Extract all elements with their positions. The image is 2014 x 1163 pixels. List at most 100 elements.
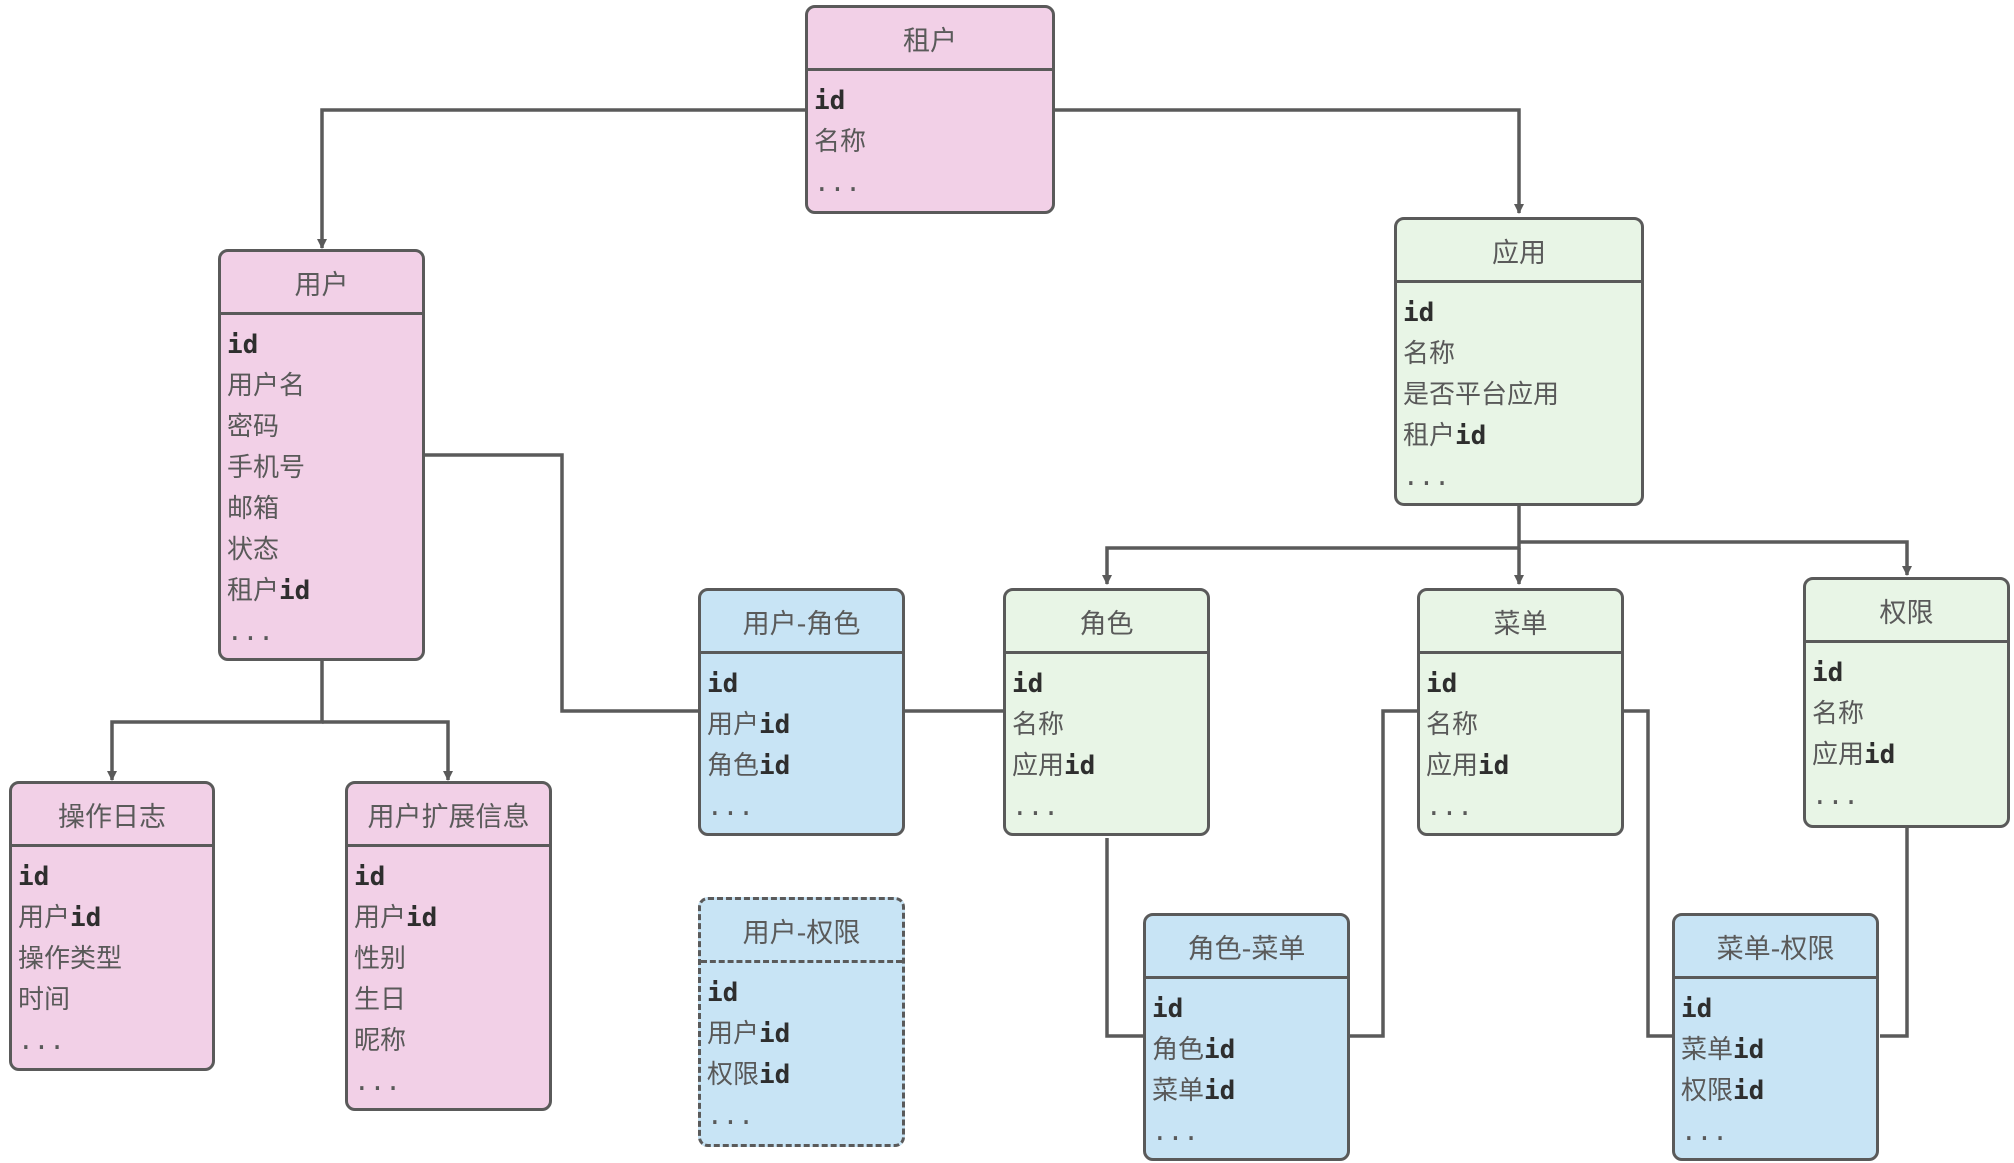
entity-fields: id 用户id 操作类型时间... bbox=[12, 847, 212, 1062]
edge-user-userext bbox=[322, 720, 453, 781]
entity-user-ext[interactable]: 用户扩展信息 id 用户id 性别生日昵称... bbox=[345, 781, 552, 1111]
field-row: id bbox=[354, 862, 386, 892]
field-row: ... bbox=[1012, 792, 1059, 822]
entity-fields: id 用户id 性别生日昵称... bbox=[348, 847, 549, 1103]
field-row: 权限id bbox=[1681, 1076, 1765, 1106]
field-row: 时间 bbox=[18, 985, 71, 1015]
field-row: 应用id bbox=[1012, 751, 1096, 781]
entity-role-menu[interactable]: 角色-菜单 id 角色id 菜单id... bbox=[1143, 913, 1350, 1161]
field-row: 名称 bbox=[1426, 710, 1479, 740]
field-row: 菜单id bbox=[1152, 1076, 1236, 1106]
field-row: 手机号 bbox=[227, 453, 306, 483]
entity-fields: id 名称应用id... bbox=[1006, 654, 1207, 828]
field-row: ... bbox=[18, 1026, 65, 1056]
edge-rolemenu-menu bbox=[1350, 709, 1420, 1038]
entity-fields: id 名称应用id... bbox=[1806, 643, 2007, 817]
edge-user-oplog bbox=[107, 660, 324, 781]
field-row: ... bbox=[707, 1101, 754, 1131]
entity-title: 菜单-权限 bbox=[1675, 916, 1876, 979]
field-row: ... bbox=[814, 168, 861, 198]
field-row: 是否平台应用 bbox=[1403, 380, 1560, 410]
entity-role[interactable]: 角色 id 名称应用id... bbox=[1003, 588, 1210, 836]
entity-title: 用户扩展信息 bbox=[348, 784, 549, 847]
field-row: id bbox=[1812, 658, 1844, 688]
field-row: id bbox=[707, 669, 739, 699]
field-row: ... bbox=[1426, 792, 1473, 822]
edge-app-permission bbox=[1519, 540, 1912, 576]
entity-fields: id 菜单id 权限id... bbox=[1675, 979, 1876, 1153]
entity-fields: id 名称... bbox=[808, 71, 1052, 204]
field-row: 密码 bbox=[227, 412, 280, 442]
field-row: id bbox=[1152, 994, 1184, 1024]
field-row: 名称 bbox=[814, 127, 867, 157]
edge-tenant-app bbox=[1053, 108, 1524, 214]
field-row: id bbox=[814, 86, 846, 116]
field-row: id bbox=[1012, 669, 1044, 699]
entity-title: 应用 bbox=[1397, 220, 1641, 283]
entity-title: 操作日志 bbox=[12, 784, 212, 847]
field-row: ... bbox=[1681, 1117, 1728, 1147]
field-row: 应用id bbox=[1812, 740, 1896, 770]
field-row: 用户id bbox=[18, 903, 102, 933]
edge-tenant-user bbox=[317, 108, 805, 249]
field-row: ... bbox=[1403, 462, 1450, 492]
field-row: 应用id bbox=[1426, 751, 1510, 781]
entity-user-permission[interactable]: 用户-权限 id 用户id 权限id... bbox=[698, 897, 905, 1147]
edge-role-rolemenu bbox=[1105, 838, 1145, 1038]
field-row: 名称 bbox=[1403, 339, 1456, 369]
edge-app-role bbox=[1102, 505, 1521, 585]
entity-title: 用户-权限 bbox=[701, 900, 902, 963]
field-row: 菜单id bbox=[1681, 1035, 1765, 1065]
entity-title: 用户-角色 bbox=[701, 591, 902, 654]
entity-fields: id 名称是否平台应用租户id... bbox=[1397, 283, 1641, 498]
edge-menuperm-perm bbox=[1880, 828, 1909, 1038]
field-row: ... bbox=[1812, 781, 1859, 811]
entity-title: 租户 bbox=[808, 8, 1052, 71]
field-row: id bbox=[1681, 994, 1713, 1024]
entity-fields: id 用户id 权限id... bbox=[701, 963, 902, 1137]
field-row: id bbox=[227, 330, 259, 360]
field-row: 性别 bbox=[354, 944, 407, 974]
entity-fields: id 角色id 菜单id... bbox=[1146, 979, 1347, 1153]
field-row: 名称 bbox=[1012, 710, 1065, 740]
field-row: ... bbox=[1152, 1117, 1199, 1147]
field-row: 角色id bbox=[707, 751, 791, 781]
field-row: id bbox=[1403, 298, 1435, 328]
field-row: ... bbox=[227, 617, 274, 647]
field-row: 租户id bbox=[1403, 421, 1487, 451]
edge-menu-menuperm bbox=[1623, 709, 1675, 1038]
entity-permission[interactable]: 权限 id 名称应用id... bbox=[1803, 577, 2010, 828]
entity-title: 权限 bbox=[1806, 580, 2007, 643]
entity-title: 角色 bbox=[1006, 591, 1207, 654]
field-row: 用户名 bbox=[227, 371, 306, 401]
field-row: 用户id bbox=[354, 903, 438, 933]
field-row: 租户id bbox=[227, 576, 311, 606]
field-row: 状态 bbox=[227, 535, 280, 565]
field-row: 昵称 bbox=[354, 1026, 407, 1056]
entity-fields: id 名称应用id... bbox=[1420, 654, 1621, 828]
entity-user-role[interactable]: 用户-角色 id 用户id 角色id... bbox=[698, 588, 905, 836]
entity-tenant[interactable]: 租户 id 名称... bbox=[805, 5, 1055, 214]
field-row: 用户id bbox=[707, 1019, 791, 1049]
field-row: 生日 bbox=[354, 985, 407, 1015]
field-row: id bbox=[707, 978, 739, 1008]
field-row: 角色id bbox=[1152, 1035, 1236, 1065]
field-row: ... bbox=[354, 1067, 401, 1097]
field-row: ... bbox=[707, 792, 754, 822]
field-row: id bbox=[1426, 669, 1458, 699]
field-row: 权限id bbox=[707, 1060, 791, 1090]
field-row: id bbox=[18, 862, 50, 892]
field-row: 操作类型 bbox=[18, 944, 123, 974]
field-row: 名称 bbox=[1812, 699, 1865, 729]
entity-menu-permission[interactable]: 菜单-权限 id 菜单id 权限id... bbox=[1672, 913, 1879, 1161]
entity-title: 用户 bbox=[221, 252, 422, 315]
entity-title: 角色-菜单 bbox=[1146, 916, 1347, 979]
field-row: 用户id bbox=[707, 710, 791, 740]
entity-app[interactable]: 应用 id 名称是否平台应用租户id... bbox=[1394, 217, 1644, 506]
edge-user-userrole bbox=[425, 453, 700, 713]
entity-op-log[interactable]: 操作日志 id 用户id 操作类型时间... bbox=[9, 781, 215, 1071]
